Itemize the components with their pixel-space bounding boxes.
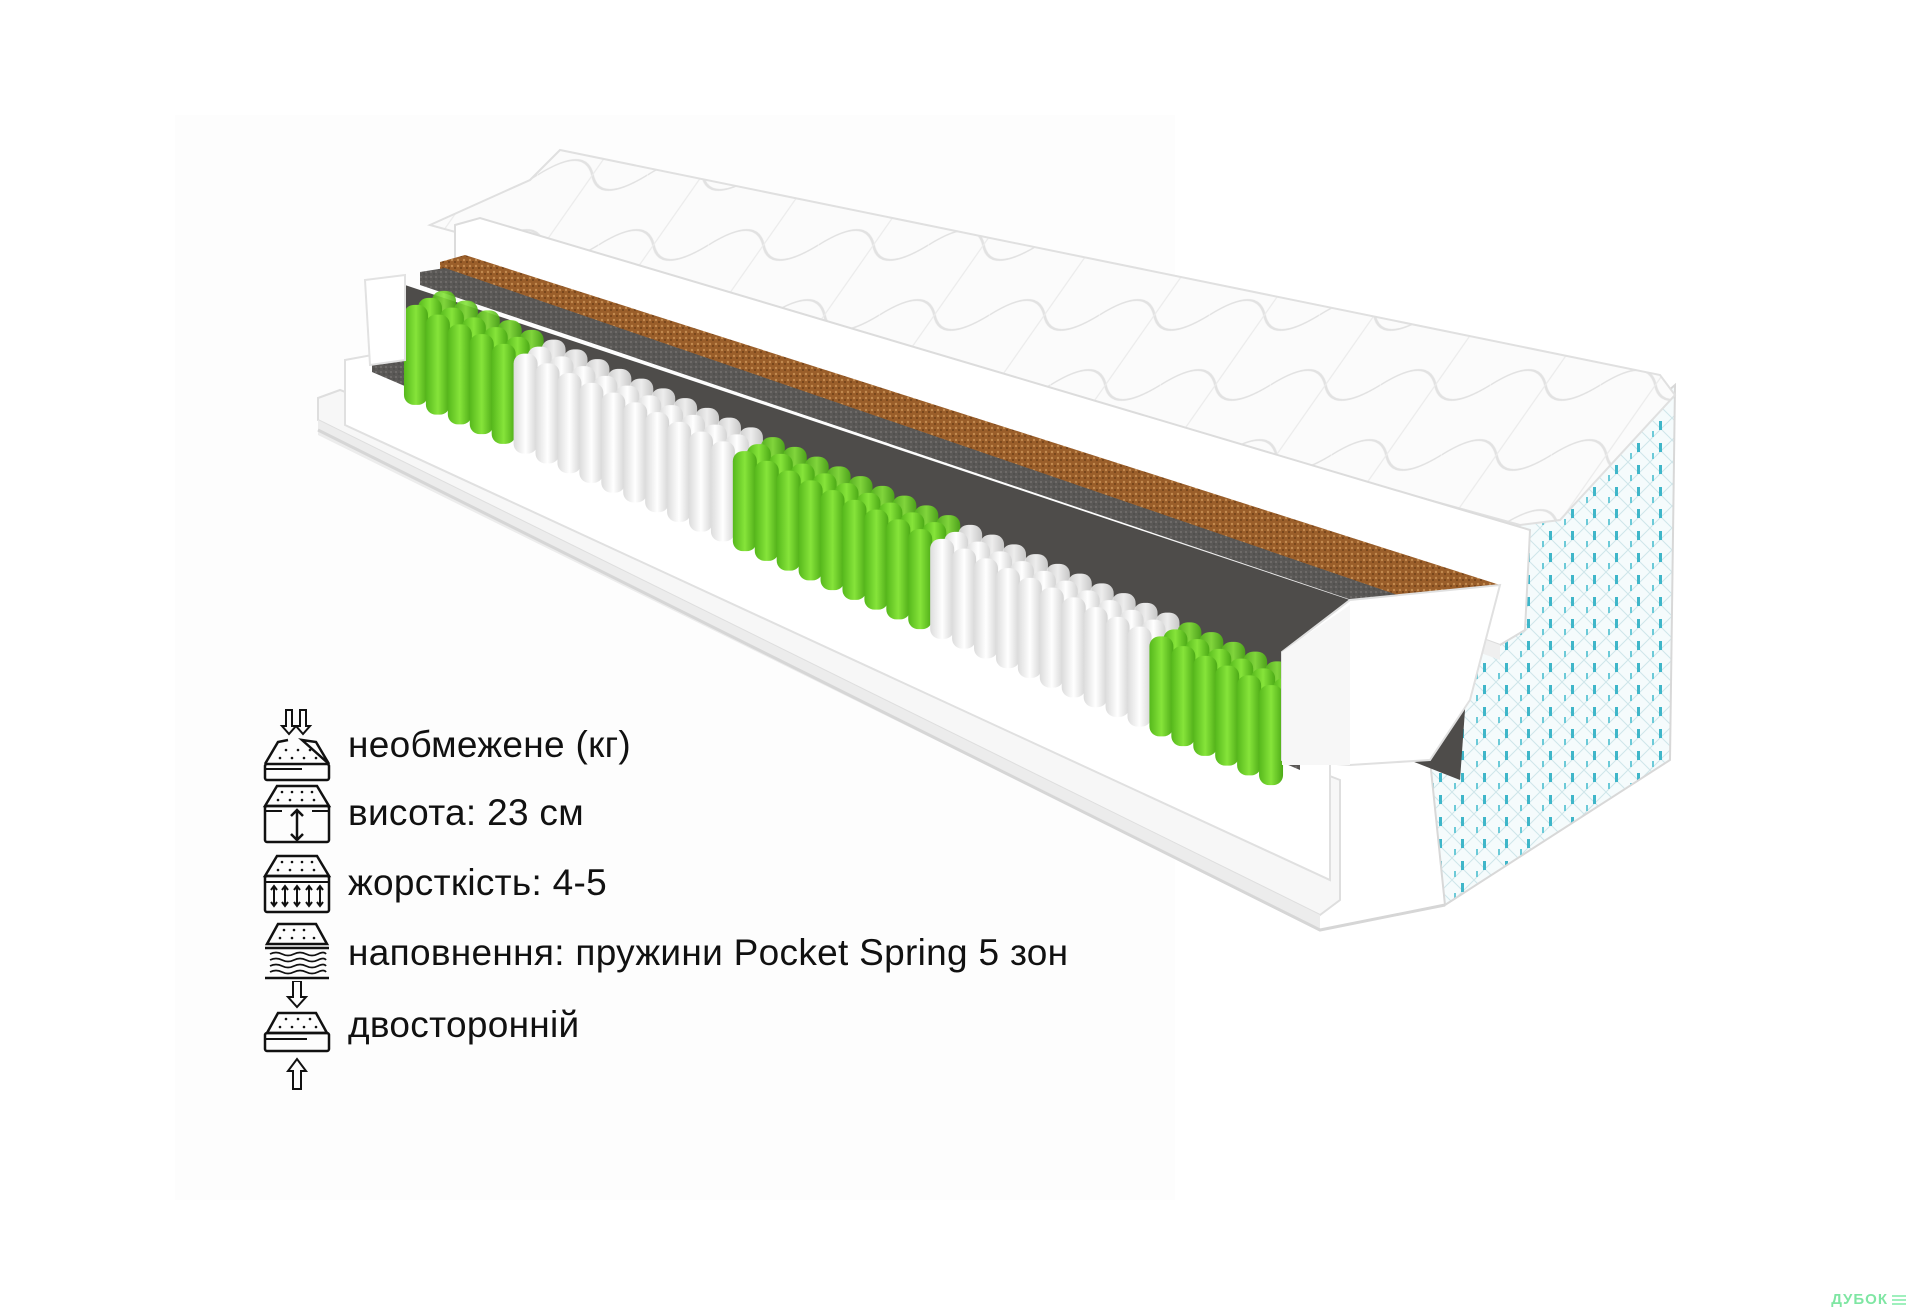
white-spring [1017, 577, 1042, 678]
white-spring [557, 373, 582, 474]
white-spring [645, 412, 670, 513]
green-spring [425, 314, 450, 415]
white-spring [667, 421, 692, 522]
double-sided-icon [263, 981, 331, 1090]
white-spring [513, 353, 538, 454]
white-spring [1127, 626, 1152, 727]
white-spring [688, 431, 713, 532]
green-spring [1193, 655, 1218, 756]
spring-filling-icon [264, 922, 330, 980]
feature-label: необмежене (кг) [348, 724, 632, 765]
white-spring [995, 568, 1020, 669]
feature-filling: наповнення: пружини Pocket Spring 5 зон [262, 918, 1068, 988]
coconut-coir-layer [440, 255, 1500, 625]
white-spring [1105, 616, 1130, 717]
green-spring [1259, 685, 1284, 786]
white-spring [1061, 597, 1086, 698]
green-spring [403, 304, 428, 405]
green-spring [447, 324, 472, 425]
green-spring [886, 519, 911, 620]
green-spring [842, 499, 867, 600]
green-spring [1171, 646, 1196, 747]
feature-firmness: жорсткість: 4-5 [262, 848, 607, 918]
white-spring [1039, 587, 1064, 688]
white-spring [535, 363, 560, 464]
white-spring [930, 538, 955, 639]
green-spring [908, 529, 933, 630]
upper-felt-layer [420, 268, 1485, 640]
brand-logo: ДУБОК [1831, 1291, 1906, 1308]
feature-label: наповнення: пружини Pocket Spring 5 зон [348, 932, 1069, 973]
bottom-foam [344, 353, 1331, 882]
green-spring [754, 460, 779, 561]
feature-label: жорсткість: 4-5 [348, 862, 608, 903]
white-spring [952, 548, 977, 649]
weight-load-icon [263, 709, 331, 782]
white-spring [974, 558, 999, 659]
height-icon [262, 784, 332, 844]
brand-logo-mark [1892, 1294, 1906, 1306]
green-spring [491, 343, 516, 444]
green-spring [776, 470, 801, 571]
green-spring [798, 480, 823, 581]
green-spring [864, 509, 889, 610]
feature-max-weight: необмежене (кг) [262, 709, 631, 782]
green-spring [469, 334, 494, 435]
brand-logo-text: ДУБОК [1831, 1291, 1888, 1308]
left-foam-edge [363, 273, 406, 367]
green-spring [1237, 675, 1262, 776]
feature-label: висота: 23 см [348, 792, 584, 833]
white-spring [710, 441, 735, 542]
white-spring [579, 382, 604, 483]
feature-height: висота: 23 см [262, 778, 584, 848]
firmness-icon [262, 854, 332, 914]
green-spring [820, 490, 845, 591]
green-spring [732, 451, 757, 552]
feature-label: двосторонній [348, 1004, 580, 1045]
green-spring [1215, 665, 1240, 766]
white-spring [623, 402, 648, 503]
white-spring [1083, 607, 1108, 708]
feature-double-sided: двосторонній [262, 981, 579, 1090]
white-spring [601, 392, 626, 493]
pocket-spring-block [403, 290, 1312, 786]
green-spring [1149, 636, 1174, 737]
